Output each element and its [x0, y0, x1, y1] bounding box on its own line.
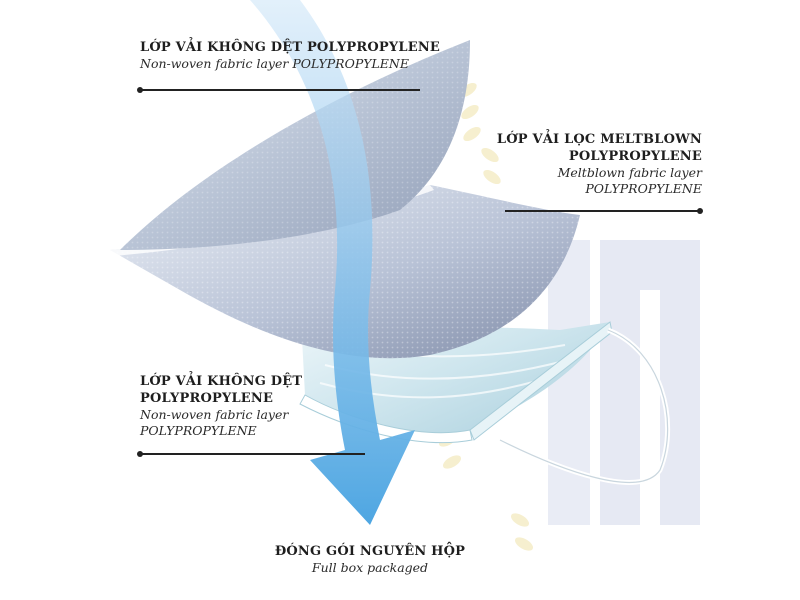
bottom-layer-subtitle-1: Non-woven fabric layer — [140, 407, 289, 422]
bottom-layer-label: LỚP VẢI KHÔNG DỆT POLYPROPYLENE Non-wove… — [140, 373, 302, 439]
top-leader-line — [140, 89, 420, 91]
bottom-layer-subtitle-2: POLYPROPYLENE — [140, 423, 257, 438]
top-layer-label: LỚP VẢI KHÔNG DỆT POLYPROPYLENE Non-wove… — [140, 39, 440, 72]
middle-layer-subtitle-2: POLYPROPYLENE — [585, 181, 702, 196]
top-layer-subtitle: Non-woven fabric layer POLYPROPYLENE — [140, 56, 409, 71]
footer-label: ĐÓNG GÓI NGUYÊN HỘP Full box packaged — [220, 543, 520, 576]
middle-layer-label: LỚP VẢI LỌC MELTBLOWN POLYPROPYLENE Melt… — [442, 131, 702, 197]
middle-layer-subtitle-1: Meltblown fabric layer — [557, 165, 702, 180]
outer-layer — [120, 40, 470, 250]
middle-leader-dot — [697, 208, 703, 214]
middle-layer-title-1: LỚP VẢI LỌC MELTBLOWN — [496, 132, 702, 147]
bottom-layer-title-1: LỚP VẢI KHÔNG DỆT — [140, 374, 303, 389]
footer-title: ĐÓNG GÓI NGUYÊN HỘP — [274, 544, 466, 559]
middle-layer-title-2: POLYPROPYLENE — [568, 149, 702, 164]
bottom-leader-line — [140, 453, 365, 455]
airflow-arrow — [250, 0, 415, 525]
middle-leader-line — [505, 210, 700, 212]
top-layer-title: LỚP VẢI KHÔNG DỆT POLYPROPYLENE — [140, 40, 441, 55]
watermark-letters — [548, 240, 700, 525]
footer-subtitle: Full box packaged — [311, 560, 429, 575]
bottom-layer-title-2: POLYPROPYLENE — [140, 391, 274, 406]
